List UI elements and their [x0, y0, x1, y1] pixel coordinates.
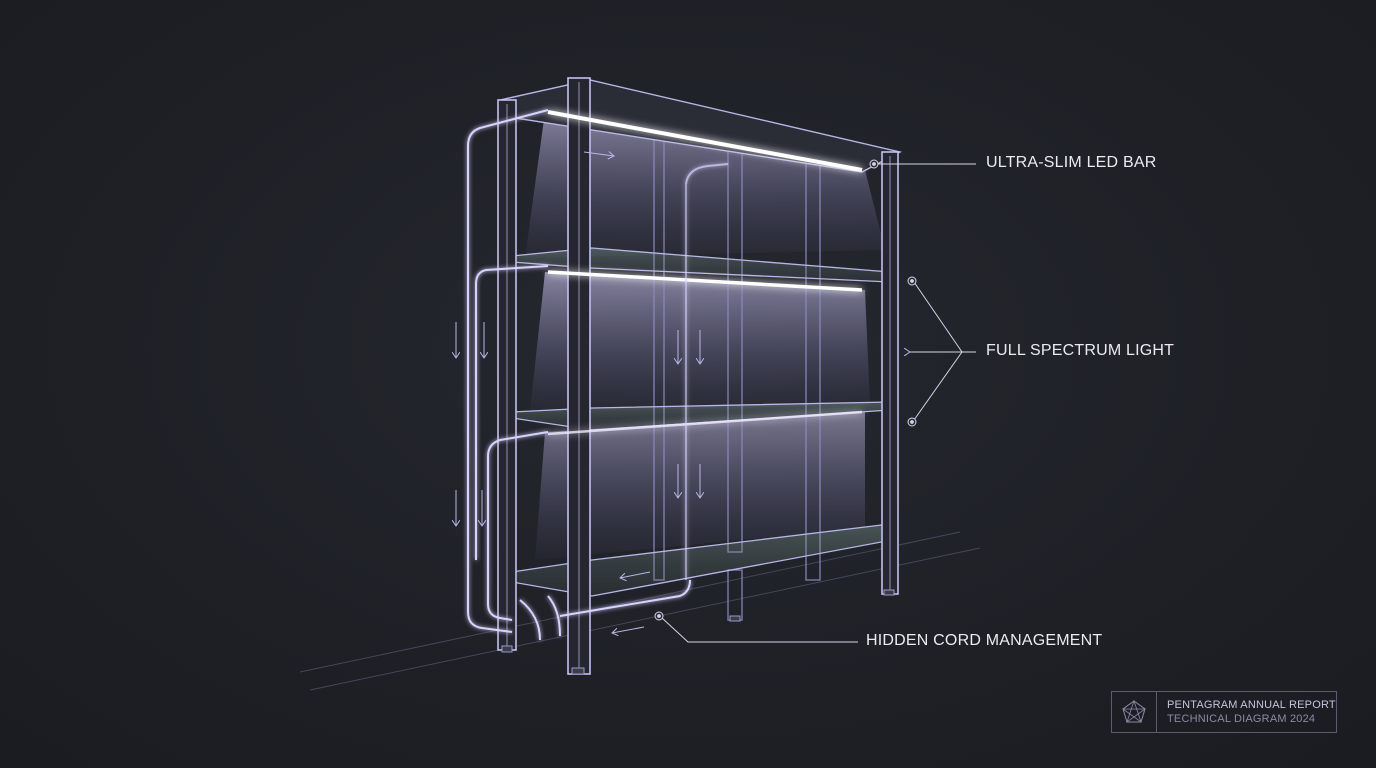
callout-dots	[654, 159, 917, 621]
callout-full-spectrum-light: FULL SPECTRUM LIGHT	[986, 342, 1175, 359]
cord-left-upper	[475, 265, 549, 560]
leader-light-bottom	[913, 351, 963, 421]
led-bar-bottom	[547, 410, 863, 436]
brand-title: PENTAGRAM ANNUAL REPORT	[1167, 699, 1336, 711]
leader-light-top	[913, 281, 963, 353]
floor-lines	[299, 531, 981, 691]
feet	[501, 589, 895, 675]
callout-led-bar: ULTRA-SLIM LED BAR	[986, 154, 1157, 171]
led-bar-middle	[547, 270, 863, 292]
led-bar-top	[547, 110, 863, 172]
callout-hidden-cord-management: HIDDEN CORD MANAGEMENT	[866, 632, 1103, 649]
led-bars	[547, 110, 863, 436]
brand-subtitle: TECHNICAL DIAGRAM 2024	[1167, 713, 1316, 725]
cord-bottom-run	[519, 579, 691, 641]
callout-leaders	[661, 163, 976, 643]
cords	[467, 109, 729, 641]
flow-arrows	[456, 152, 700, 633]
cord-left-lower	[487, 431, 549, 621]
cord-back	[685, 163, 729, 185]
brand-badge: PENTAGRAM ANNUAL REPORT TECHNICAL DIAGRA…	[1111, 691, 1337, 733]
leader-cord	[661, 617, 858, 643]
pentagram-logo-icon	[1112, 692, 1157, 732]
cord-left-outer	[467, 109, 549, 633]
beam-top	[525, 112, 885, 258]
